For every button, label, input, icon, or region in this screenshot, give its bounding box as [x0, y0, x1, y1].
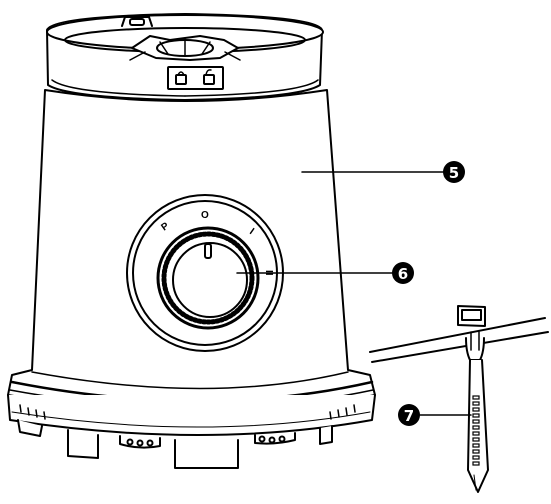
drive-coupling: [129, 35, 241, 61]
cable-tie-tooth: [472, 437, 480, 442]
cable-tie-tooth: [472, 401, 480, 406]
cable-tie-tooth: [472, 419, 480, 424]
knob-label-speed-1: I: [247, 226, 256, 237]
cable-tie-tooth: [472, 425, 480, 430]
cable-tie-tooth: [472, 443, 480, 448]
speed-knob: [126, 194, 284, 352]
cable-tie-tooth: [472, 395, 480, 400]
base-feet: [7, 394, 376, 469]
leader-lines: [236, 171, 472, 416]
lock-indicator-panel: [167, 66, 224, 90]
cable-tie-teeth: [472, 395, 480, 466]
cable-tie-tooth: [472, 455, 480, 460]
cable-tie-tooth: [472, 461, 480, 466]
cable-tie-tooth: [472, 449, 480, 454]
power-cord: [369, 317, 549, 363]
callout-5-number: 5: [449, 164, 459, 182]
knob-label-speed-2: II: [263, 270, 274, 276]
cable-tie-tooth: [472, 431, 480, 436]
cable-tie-tooth: [472, 407, 480, 412]
callout-6-number: 6: [398, 265, 408, 283]
callout-7: 7: [398, 404, 420, 426]
coupling-tab: [121, 16, 153, 27]
callout-5: 5: [443, 161, 465, 183]
callout-6: 6: [392, 262, 414, 284]
knob-label-off: O: [201, 210, 209, 221]
callout-7-number: 7: [404, 407, 414, 425]
cable-tie-tooth: [472, 413, 480, 418]
